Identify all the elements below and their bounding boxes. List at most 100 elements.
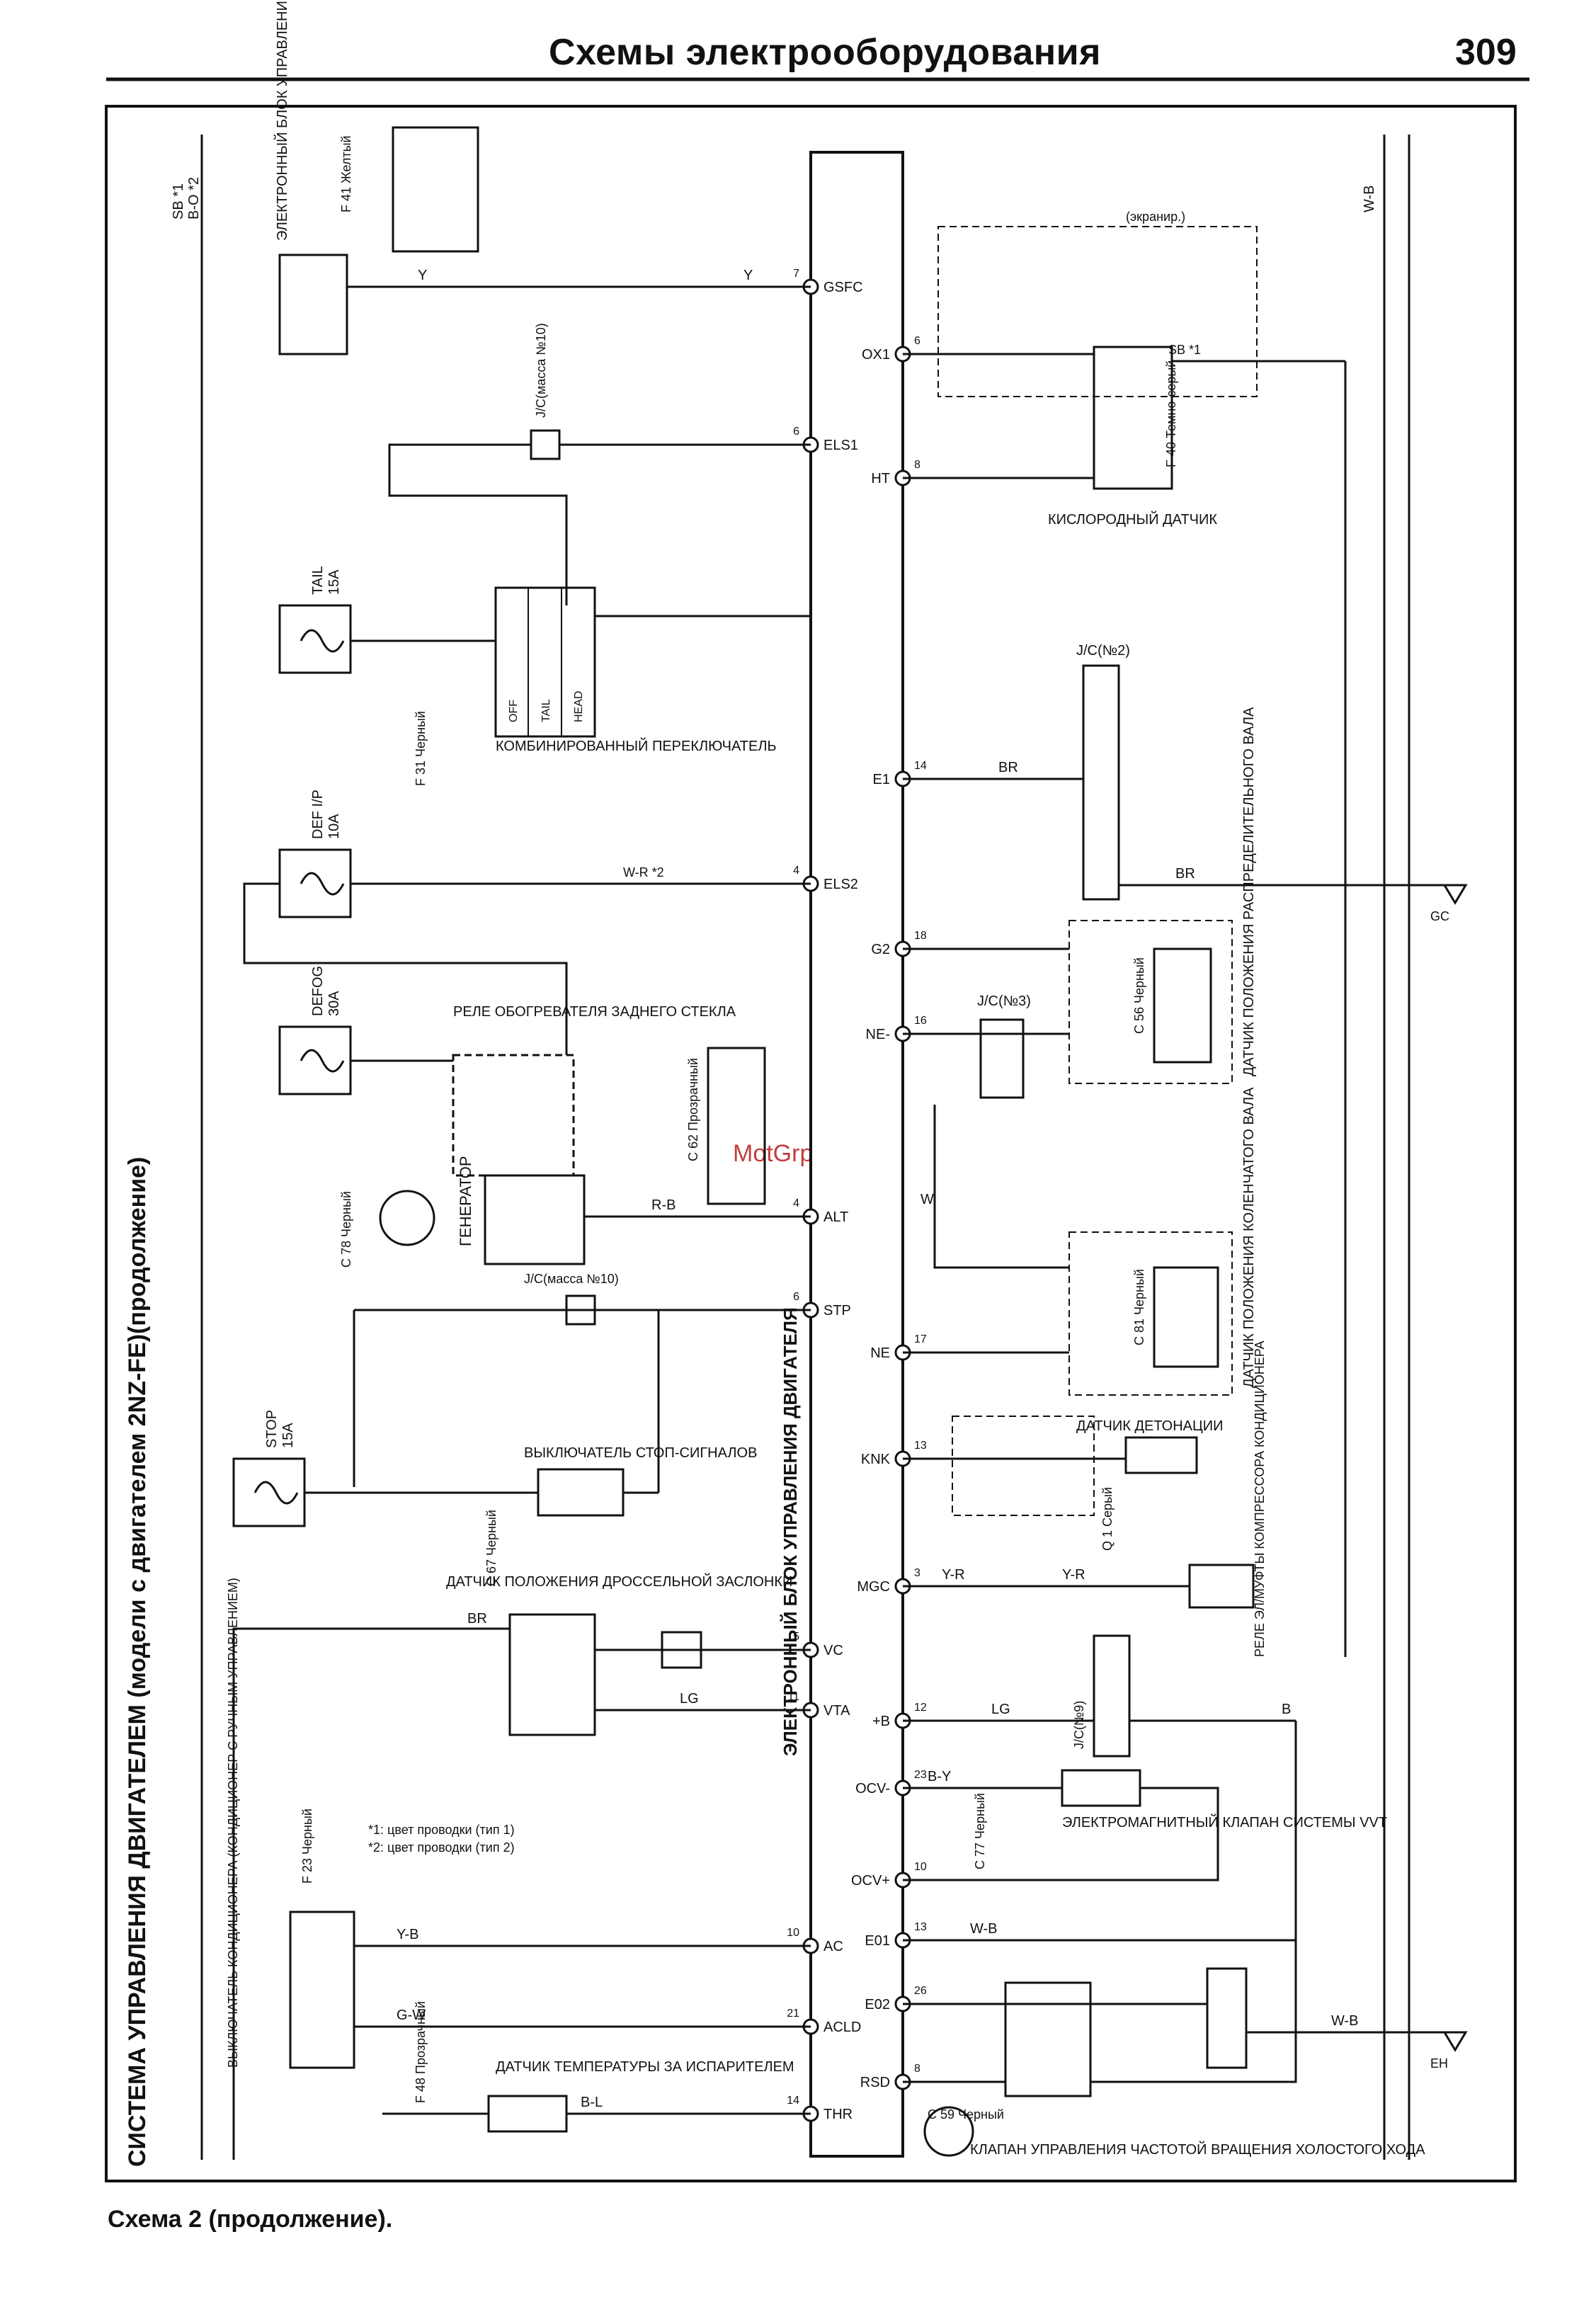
ecu-pin-label: GSFC — [823, 280, 863, 295]
svg-text:BR: BR — [998, 760, 1018, 775]
rail-color-wb: W-B — [1362, 185, 1377, 212]
ecu-pin-label: ELS2 — [823, 877, 858, 892]
svg-text:B-L: B-L — [581, 2095, 603, 2110]
ecu-pin-label: VTA — [823, 1703, 850, 1719]
svg-text:SB *1: SB *1 — [1168, 343, 1201, 357]
fuse-def-ip — [278, 848, 352, 918]
ecu-pin-label: RSD — [860, 2075, 890, 2090]
vvt-label: ЭЛЕКТРОМАГНИТНЫЙ КЛАПАН СИСТЕМЫ VVT — [1062, 1813, 1387, 1830]
svg-text:15A: 15A — [280, 1423, 296, 1448]
svg-text:30A: 30A — [326, 991, 342, 1016]
svg-text:C 67 Черный: C 67 Черный — [484, 1510, 498, 1586]
svg-text:*2: цвет проводки (тип 2): *2: цвет проводки (тип 2) — [368, 1840, 515, 1855]
srs-connector-icon — [392, 126, 479, 253]
svg-text:LG: LG — [680, 1691, 699, 1707]
ecu-pin-number: 14 — [787, 2095, 799, 2107]
srs-label: ЭЛЕКТРОННЫЙ БЛОК УПРАВЛЕНИЯ SRS — [273, 0, 290, 241]
jc3-right — [979, 1018, 1025, 1099]
system-title: СИСТЕМА УПРАВЛЕНИЯ ДВИГАТЕЛЕМ (модели с … — [124, 1157, 151, 2167]
svg-text:J/C(№2): J/C(№2) — [1076, 643, 1130, 659]
ecu-pin-label: G2 — [871, 942, 890, 957]
wire-els1-loop — [388, 443, 568, 605]
ac-clutch-relay — [1188, 1564, 1255, 1609]
svg-text:(экранир.): (экранир.) — [1126, 210, 1185, 224]
ecu-pin-number: 8 — [914, 2063, 920, 2075]
svg-text:DEF I/P: DEF I/P — [310, 790, 326, 839]
ac-switch — [289, 1910, 355, 2069]
generator-connector-icon — [379, 1190, 435, 1246]
diagram-frame — [105, 105, 1517, 2182]
ecu-pin-label: ELS1 — [823, 438, 858, 453]
ecu-pin-label: STP — [823, 1303, 851, 1319]
throttle-label: ДАТЧИК ПОЛОЖЕНИЯ ДРОССЕЛЬНОЙ ЗАСЛОНКИ — [446, 1573, 792, 1590]
cam-sensor — [1153, 947, 1212, 1064]
ecu-pin-number: 6 — [914, 335, 920, 347]
ecu-pin-number: 8 — [914, 459, 920, 471]
rail-color-bo: B-O *2 — [186, 177, 202, 220]
ecu-pin-number: 3 — [914, 1567, 920, 1579]
svg-text:*1: цвет проводки (тип 1): *1: цвет проводки (тип 1) — [368, 1823, 515, 1837]
ecu-pin-number: 21 — [787, 2008, 799, 2020]
svg-text:F 23 Черный: F 23 Черный — [300, 1809, 314, 1884]
crank-label: ДАТЧИК ПОЛОЖЕНИЯ КОЛЕНЧАТОГО ВАЛА — [1241, 1087, 1257, 1388]
cam-label: ДАТЧИК ПОЛОЖЕНИЯ РАСПРЕДЕЛИТЕЛЬНОГО ВАЛА — [1241, 707, 1257, 1076]
ecu-pin-number: 13 — [914, 1440, 927, 1452]
svg-text:Y: Y — [418, 268, 427, 283]
ecu-pin-number: 14 — [914, 760, 927, 772]
svg-text:Y-R: Y-R — [942, 1567, 965, 1583]
o2-label: КИСЛОРОДНЫЙ ДАТЧИК — [1048, 511, 1217, 528]
ecu-pin-number: 11 — [787, 1691, 799, 1703]
ecu-pin-label: AC — [823, 1939, 843, 1954]
throttle-sensor — [508, 1613, 596, 1736]
knock-sensor — [1124, 1436, 1198, 1474]
ecu-pin-number: 6 — [793, 426, 799, 438]
svg-text:J/C(№3): J/C(№3) — [977, 993, 1031, 1009]
ecu-pin-label: KNK — [861, 1452, 891, 1467]
ecu-pin-number: 10 — [914, 1861, 927, 1873]
ecu-pins: GSFC7ELS16ELS24ALT4STP6VC5VTA11AC10ACLD2… — [787, 268, 927, 2122]
svg-text:C 77 Черный: C 77 Черный — [973, 1793, 987, 1869]
ecu-pin-label: ALT — [823, 1209, 848, 1225]
svg-text:GC: GC — [1430, 909, 1449, 923]
page-number: 309 — [1455, 32, 1517, 73]
jc-mass10-top — [530, 429, 561, 460]
ecu-pin-label: NE — [870, 1345, 890, 1361]
svg-text:Y-B: Y-B — [397, 1927, 419, 1942]
isc-connector-icon — [923, 2106, 974, 2157]
ecu-pin-number: 4 — [793, 865, 799, 877]
ecu-pin-label: OX1 — [862, 347, 890, 363]
svg-text:DEFOG: DEFOG — [310, 966, 326, 1016]
svg-text:W: W — [920, 1192, 934, 1207]
svg-text:F 48 Прозрачный: F 48 Прозрачный — [414, 2001, 428, 2103]
svg-text:J/C(масса №10): J/C(масса №10) — [524, 1272, 619, 1286]
shield-box-top — [937, 226, 1258, 397]
stop-switch — [537, 1468, 625, 1517]
ground-gc — [1442, 884, 1468, 905]
svg-text:LG: LG — [991, 1702, 1010, 1717]
svg-text:B: B — [1282, 1702, 1291, 1717]
evaporator-sensor — [487, 2095, 568, 2133]
rail-color-sb: SB *1 — [171, 183, 186, 220]
ecu-pin-label: OCV- — [855, 1781, 890, 1796]
svg-text:W-B: W-B — [1331, 2013, 1359, 2029]
ecu-pin-number: 10 — [787, 1927, 799, 1939]
relay-defog-label: РЕЛЕ ОБОГРЕВАТЕЛЯ ЗАДНЕГО СТЕКЛА — [453, 1004, 736, 1020]
svg-text:W-B: W-B — [970, 1921, 998, 1937]
svg-text:BR: BR — [1175, 866, 1195, 882]
ecu-pin-label: HT — [871, 471, 890, 486]
o2-sensor — [1093, 346, 1173, 490]
svg-text:OFF: OFF — [508, 700, 520, 722]
ecu-pin-label: E01 — [865, 1933, 890, 1949]
srs-connector: F 41 Желтый — [339, 135, 353, 212]
svg-text:STOP: STOP — [264, 1410, 280, 1448]
svg-text:10A: 10A — [326, 814, 342, 839]
ecu-pin-number: 4 — [793, 1197, 799, 1209]
ecu-pin-number: 5 — [793, 1631, 799, 1643]
svg-text:HEAD: HEAD — [573, 691, 585, 722]
ecu-pin-label: VC — [823, 1643, 843, 1658]
ground-eh — [1442, 2031, 1468, 2052]
ecu-pin-number: 23 — [914, 1769, 927, 1781]
jc2-bottom — [1206, 1967, 1248, 2069]
ecu-pin-label: THR — [823, 2107, 853, 2122]
